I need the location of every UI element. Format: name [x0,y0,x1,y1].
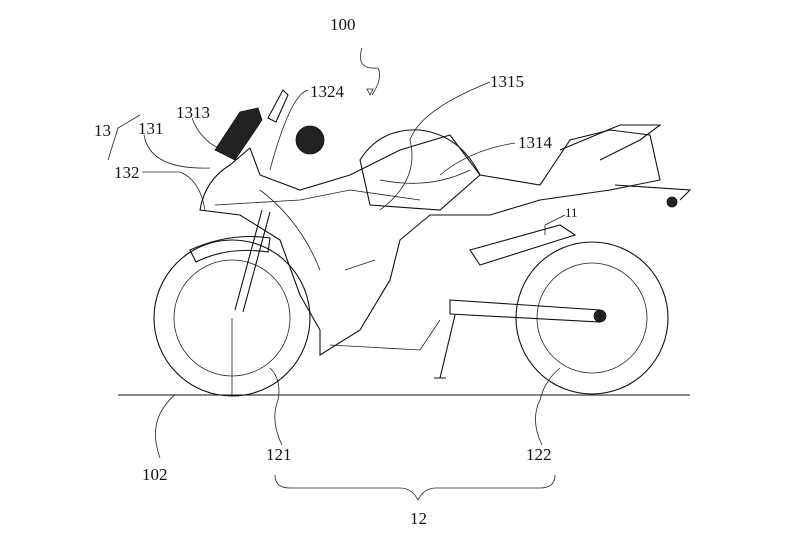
windscreen [214,107,263,161]
label-122: 122 [526,445,552,464]
fairing [199,129,661,356]
label-121: 121 [266,445,292,464]
handlebar-assembly [295,125,325,155]
brace-12 [274,474,556,501]
rear-wheel [515,241,669,395]
swingarm [449,224,601,323]
label-131: 131 [138,119,164,138]
label-102: 102 [142,465,168,484]
label-132: 132 [114,163,140,182]
label-100: 100 [330,15,356,34]
label-11: 11 [565,205,578,220]
side-stand [434,314,456,379]
tail-section [559,124,692,201]
mirror [267,89,289,123]
label-1324: 1324 [310,82,345,101]
label-13: 13 [94,121,111,140]
label-12: 12 [410,509,427,528]
fuel-tank [359,129,481,211]
front-fork [189,209,271,313]
front-wheel [153,239,311,397]
label-1314: 1314 [518,133,553,152]
label-1315: 1315 [490,72,524,91]
label-1313: 1313 [176,103,210,122]
